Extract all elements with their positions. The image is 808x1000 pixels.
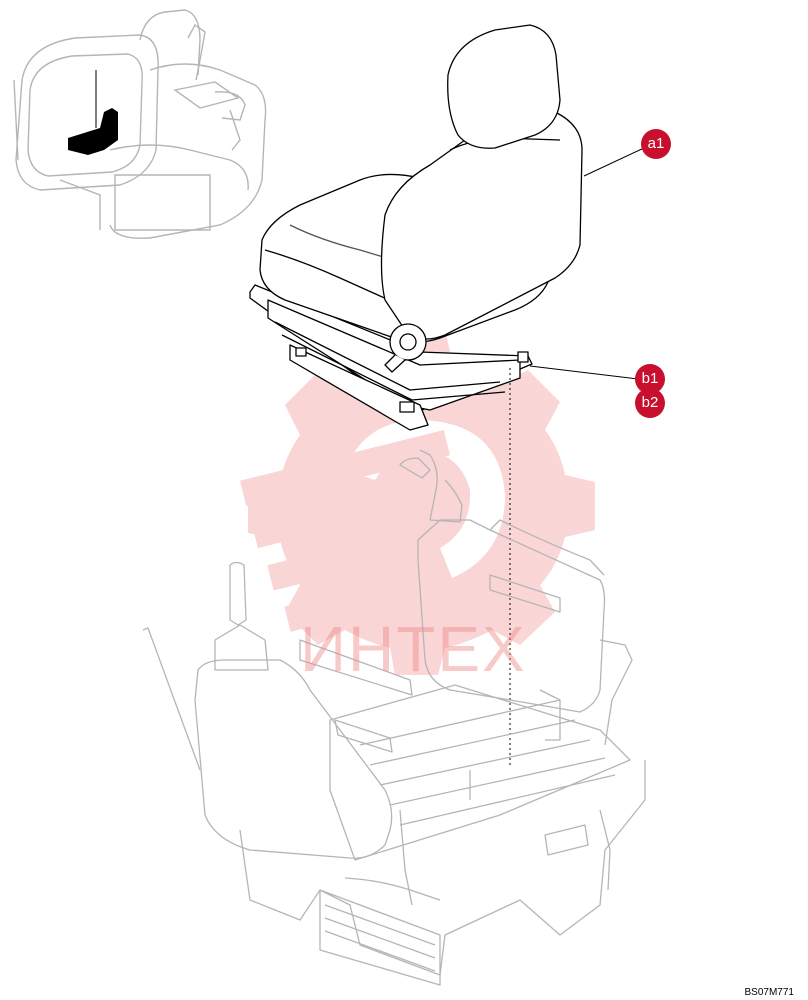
drawing-code: BS07M771	[744, 987, 794, 998]
thumbnail-seat-highlight	[68, 108, 118, 155]
watermark-text: ИНТЕХ	[300, 613, 527, 685]
callout-b2[interactable]: b2	[635, 388, 665, 418]
location-thumbnail	[13, 9, 267, 239]
watermark-logo	[239, 330, 595, 675]
seat-headrest	[447, 24, 561, 149]
seat-backrest	[380, 109, 583, 340]
callout-a1[interactable]: a1	[641, 129, 671, 159]
cab-floor-and-consoles	[142, 449, 646, 986]
leader-lines	[509, 147, 645, 765]
operator-seat	[249, 24, 583, 431]
